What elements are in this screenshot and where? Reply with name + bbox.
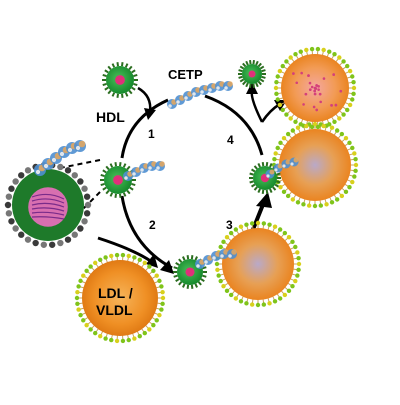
arrow-hdl-in (138, 88, 150, 112)
particles (5, 47, 358, 343)
step-4-label: 4 (227, 134, 234, 146)
zoomed-hdl-inset (5, 162, 91, 248)
ldl-vldl-label-line1: LDL / (98, 286, 133, 300)
arrowhead-step-3 (256, 192, 272, 208)
arrow-step-4-up (252, 90, 262, 122)
step-2-label: 2 (149, 219, 156, 231)
ldl-particle-step-3 (215, 221, 301, 307)
ldl-vldl-label-line2: VLDL (96, 303, 133, 317)
step-1-label: 1 (148, 128, 155, 140)
cetp-label: CETP (168, 68, 203, 81)
cetp-protein-left (123, 161, 165, 181)
arrow-step-4-right (262, 104, 280, 122)
hdl-particle-top (102, 62, 138, 98)
hdl-label: HDL (96, 110, 125, 124)
cetp-protein-inset (34, 140, 86, 176)
hdl-particle-small-top (238, 60, 266, 88)
step-3-label: 3 (226, 219, 233, 231)
